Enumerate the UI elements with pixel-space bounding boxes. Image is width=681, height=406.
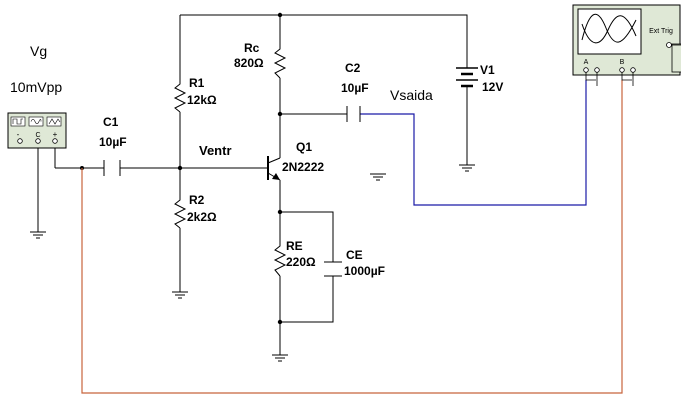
source-name-label: Vg: [30, 43, 47, 59]
r2-value-label: 2k2Ω: [187, 210, 217, 224]
function-generator[interactable]: [7, 112, 67, 149]
generator-common-label: C: [35, 132, 40, 139]
c2-value-label: 10µF: [341, 81, 369, 95]
resistor-re[interactable]: [273, 242, 287, 277]
v1-name-label: V1: [480, 63, 495, 77]
q1-name-label: Q1: [296, 140, 312, 154]
q1-value-label: 2N2222: [282, 160, 324, 174]
resistor-r1[interactable]: [173, 80, 187, 113]
resistor-r2[interactable]: [173, 196, 187, 229]
square-wave-icon[interactable]: [10, 116, 26, 127]
re-name-label: RE: [286, 239, 303, 253]
generator-plus-label: +: [53, 130, 58, 139]
c1-name-label: C1: [103, 115, 119, 129]
probe-wire-b[interactable]: [81, 80, 623, 394]
channel-b-label: B: [620, 59, 625, 66]
triangle-wave-icon[interactable]: [46, 116, 62, 127]
channel-a-label: A: [584, 59, 589, 66]
rc-name-label: Rc: [244, 41, 260, 55]
ext-trig-terminal[interactable]: [666, 42, 672, 48]
capacitor-ce[interactable]: [324, 261, 342, 277]
channel-b-terminal[interactable]: [619, 67, 625, 73]
capacitor-c2[interactable]: [346, 106, 361, 122]
input-node-label: Ventr: [199, 143, 232, 158]
v1-value-label: 12V: [482, 80, 503, 94]
channel-a-terminal[interactable]: [583, 67, 589, 73]
scope-trace-2: [581, 15, 637, 44]
ce-name-label: CE: [346, 248, 363, 262]
ext-trig-label: Ext Trig: [649, 28, 673, 35]
r1-name-label: R1: [189, 76, 205, 90]
ce-value-label: 1000µF: [344, 264, 385, 278]
scope-trace-1: [581, 14, 637, 43]
c2-name-label: C2: [345, 61, 361, 75]
junction-dots: [80, 12, 283, 325]
output-node-label: Vsaida: [390, 87, 433, 103]
generator-terminal-plus[interactable]: [52, 138, 58, 144]
r2-name-label: R2: [189, 193, 205, 207]
generator-terminal-common[interactable]: [35, 138, 41, 144]
sine-wave-icon[interactable]: [28, 116, 44, 127]
oscilloscope[interactable]: [572, 4, 681, 86]
wires: [37, 14, 468, 355]
c1-value-label: 10µF: [99, 135, 127, 149]
re-value-label: 220Ω: [286, 255, 316, 269]
ground-symbols: [30, 164, 475, 362]
resistor-rc[interactable]: [273, 45, 287, 79]
rc-value-label: 820Ω: [234, 56, 264, 70]
scope-screen: [577, 8, 642, 55]
probe-wire-a[interactable]: [360, 80, 587, 206]
battery-v1[interactable]: [456, 67, 478, 98]
r1-value-label: 12kΩ: [187, 93, 217, 107]
generator-minus-label: -: [17, 130, 20, 139]
generator-terminal-minus[interactable]: [17, 138, 23, 144]
capacitor-c1[interactable]: [103, 160, 121, 176]
transistor-q1[interactable]: [260, 156, 281, 181]
source-amplitude-label: 10mVpp: [10, 79, 62, 95]
